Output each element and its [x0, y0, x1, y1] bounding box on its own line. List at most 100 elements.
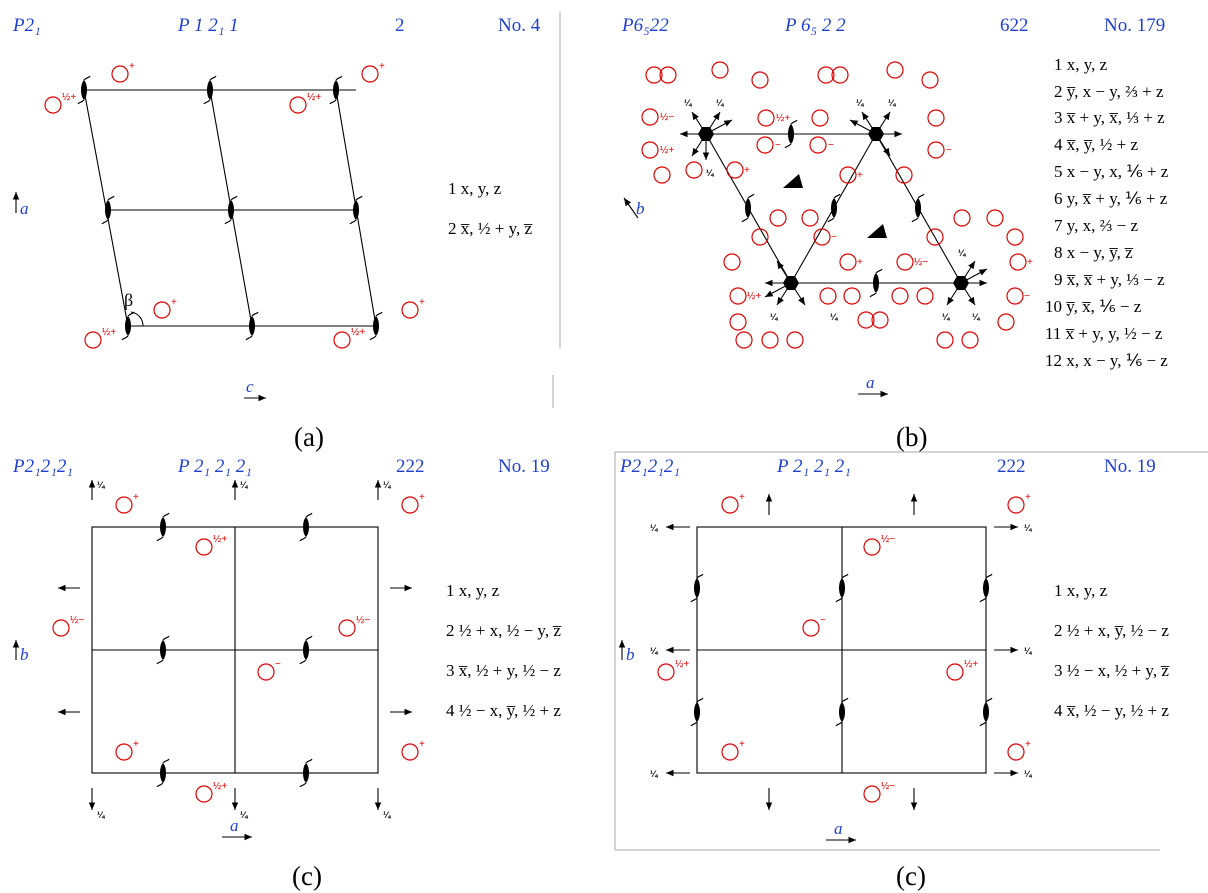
panel-c2-point-group: 222 [997, 456, 1026, 477]
svg-text:½+: ½+ [213, 781, 227, 792]
position-b-10: 10 y̅, x̅, ⅙ − z [1045, 297, 1142, 316]
position-b-5: 5 x − y, x, ⅙ + z [1054, 162, 1169, 181]
position-b-2: 2 y̅, x − y, ⅔ + z [1054, 82, 1164, 101]
svg-text:¼: ¼ [97, 480, 106, 490]
axis-a-label-b: a [866, 373, 875, 392]
panel-c1-symbol: P2₁2₁2₁ [12, 456, 73, 477]
position-b-11: 11 x̅ + y, y, ½ − z [1045, 324, 1163, 343]
atom-positions-b [641, 61, 1027, 349]
axis-b-label-c2: b [626, 645, 635, 664]
axis-b-label: b [636, 199, 645, 218]
svg-text:½−: ½− [881, 781, 895, 792]
svg-text:−: − [820, 615, 826, 626]
position-c1-3: 3 x̅, ½ + y, ½ − z [446, 661, 561, 680]
position-b-12: 12 x, x − y, ⅙ − z [1045, 351, 1168, 370]
panel-a-number: No. 4 [498, 15, 541, 36]
svg-text:−: − [275, 659, 281, 670]
svg-text:½−: ½− [356, 615, 370, 626]
panel-c-right: P2₁2₁2₁ P 2₁ 2₁ 2₁ 222 No. 19 ¼ ¼ [618, 456, 1170, 891]
svg-text:¼: ¼ [97, 810, 106, 820]
height-labels-b: ¼ ¼ ¼ ¼ ¼ ¼ ¼ ¼ ¼ ¼ [684, 98, 981, 322]
svg-text:+: + [419, 492, 425, 503]
panel-b-symbol: P6₅22 [621, 15, 669, 36]
panel-a-point-group: 2 [395, 15, 405, 36]
beta-arc [130, 311, 144, 327]
svg-text:½+: ½+ [776, 113, 790, 124]
beta-label: β [124, 290, 133, 310]
horizontal-screw-axes-c2 [666, 494, 1018, 810]
position-b-3: 3 x̅ + y, x̅, ⅓ + z [1054, 108, 1165, 127]
position-list-c1: 1 x, y, z 2 ½ + x, ½ − y, z̅ 3 x̅, ½ + y… [446, 581, 562, 720]
svg-text:¼: ¼ [684, 98, 693, 108]
svg-text:¼: ¼ [958, 248, 967, 258]
svg-text:+: + [1025, 739, 1031, 750]
position-list-c2: 1 x, y, z 2 ½ + x, y̅, ½ − z 3 ½ − x, ½ … [1054, 581, 1170, 720]
svg-text:+: + [739, 739, 745, 750]
svg-text:¼: ¼ [650, 646, 659, 656]
horizontal-screw-axes-c1 [58, 480, 412, 810]
panel-a-symbol: P2₁ [12, 15, 41, 36]
axis-a-label-c2: a [834, 819, 843, 838]
svg-text:+: + [1025, 492, 1031, 503]
panel-b-point-group: 622 [1000, 15, 1029, 36]
atom-positions-c1: + + ½+ ½− ½− − + + ½+ [52, 492, 425, 803]
panel-a: P2₁ P 1 2₁ 1 2 No. 4 + + [12, 15, 541, 452]
axis-c-label: c [246, 377, 254, 396]
svg-text:−: − [946, 145, 952, 156]
svg-text:¼: ¼ [706, 168, 715, 178]
position-c1-2: 2 ½ + x, ½ − y, z̅ [446, 621, 562, 640]
svg-text:½−: ½− [70, 615, 84, 626]
svg-text:½−: ½− [660, 112, 674, 123]
svg-text:+: + [744, 165, 750, 176]
svg-text:+: + [171, 297, 177, 308]
caption-c2: (c) [896, 861, 926, 891]
svg-text:¼: ¼ [942, 312, 951, 322]
axis-a-label: a [20, 199, 29, 218]
caption-c1: (c) [292, 861, 322, 891]
svg-text:+: + [419, 297, 425, 308]
position-a-2: 2 x̅, ½ + y, z̅ [448, 219, 533, 238]
svg-text:¼: ¼ [972, 312, 981, 322]
position-c2-2: 2 ½ + x, y̅, ½ − z [1054, 621, 1169, 640]
panel-c2-number: No. 19 [1104, 456, 1156, 477]
atom-positions-c2: + + ½− − ½+ ½+ + + ½− [657, 492, 1031, 803]
svg-text:½−: ½− [914, 257, 928, 268]
svg-text:½−: ½− [881, 534, 895, 545]
svg-text:¼: ¼ [1024, 523, 1033, 533]
svg-text:¼: ¼ [240, 480, 249, 490]
svg-text:¼: ¼ [383, 480, 392, 490]
svg-text:+: + [133, 492, 139, 503]
panel-b-full-symbol: P 6₅ 2 2 [784, 15, 846, 36]
position-b-8: 8 x − y, y̅, z̅ [1054, 243, 1134, 262]
height-labels-c1: ¼ ¼ ¼ ¼ ¼ ¼ [97, 480, 392, 820]
panel-b-number: No. 179 [1104, 15, 1165, 36]
position-list-b: 1 x, y, z 2 y̅, x − y, ⅔ + z 3 x̅ + y, x… [1045, 55, 1169, 370]
svg-text:½+: ½+ [213, 534, 227, 545]
svg-text:+: + [379, 61, 385, 72]
caption-b: (b) [896, 422, 927, 452]
svg-text:+: + [1027, 257, 1033, 268]
svg-text:¼: ¼ [383, 810, 392, 820]
svg-text:+: + [857, 257, 863, 268]
svg-text:½+: ½+ [964, 659, 978, 670]
svg-text:¼: ¼ [1024, 646, 1033, 656]
svg-text:¼: ¼ [650, 523, 659, 533]
svg-text:½+: ½+ [660, 145, 674, 156]
svg-text:¼: ¼ [888, 98, 897, 108]
height-labels-c2: ¼ ¼ ¼ ¼ ¼ ¼ [650, 523, 1033, 779]
svg-text:−: − [1024, 291, 1030, 302]
panel-b: P6₅22 P 6₅ 2 2 622 No. 179 [621, 15, 1169, 452]
svg-text:−: − [831, 232, 837, 243]
position-c2-1: 1 x, y, z [1054, 581, 1108, 600]
position-b-7: 7 y, x, ⅔ − z [1054, 216, 1138, 235]
panel-c1-number: No. 19 [498, 456, 550, 477]
svg-text:¼: ¼ [770, 312, 779, 322]
position-b-6: 6 y, x̅ + y, ⅙ + z [1054, 189, 1168, 208]
svg-text:¼: ¼ [856, 98, 865, 108]
svg-text:−: − [828, 140, 834, 151]
svg-text:½+: ½+ [307, 92, 321, 103]
svg-text:+: + [419, 739, 425, 750]
position-c1-4: 4 ½ − x, y̅, ½ + z [446, 701, 561, 720]
cell-lines-c2 [696, 526, 987, 774]
